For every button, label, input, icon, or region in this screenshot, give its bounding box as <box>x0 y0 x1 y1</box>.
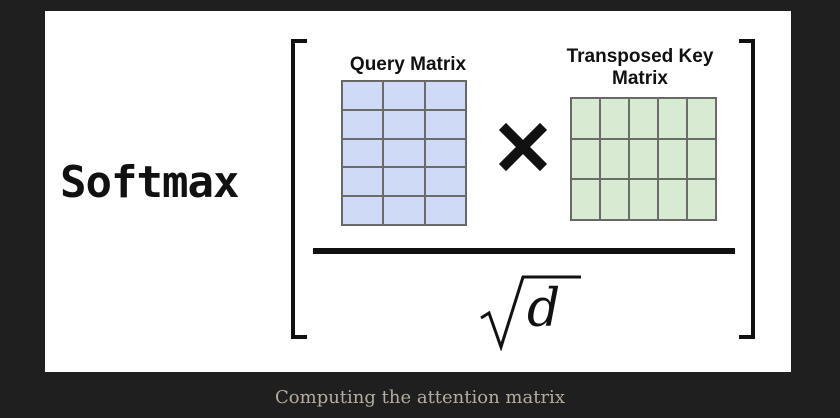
matrix-cell <box>342 196 384 225</box>
denominator-variable: d <box>527 279 561 339</box>
matrix-cell <box>629 179 658 220</box>
matrix-cell <box>571 179 600 220</box>
figure-panel: Softmax Query Matrix Transposed Key Matr… <box>45 11 791 372</box>
matrix-cell <box>424 81 466 110</box>
matrix-cell <box>687 179 716 220</box>
matrix-cell <box>424 109 466 139</box>
matrix-cell <box>687 138 716 180</box>
query-matrix <box>341 80 467 226</box>
matrix-cell <box>658 179 687 220</box>
left-bracket <box>291 39 307 339</box>
square-root-icon <box>480 275 581 351</box>
key-matrix-title: Transposed Key Matrix <box>550 46 730 90</box>
figure-caption: Computing the attention matrix <box>275 387 565 408</box>
matrix-cell <box>342 138 384 168</box>
matrix-cell <box>342 81 384 110</box>
matrix-cell <box>600 138 629 180</box>
query-matrix-title: Query Matrix <box>349 54 467 75</box>
matrix-cell <box>600 98 629 139</box>
matrix-cell <box>383 138 425 168</box>
matrix-cell <box>342 109 384 139</box>
matrix-cell <box>424 138 466 168</box>
matrix-cell <box>629 98 658 139</box>
matrix-cell <box>687 98 716 139</box>
matrix-cell <box>658 98 687 139</box>
matrix-cell <box>383 109 425 139</box>
key-matrix-title-line2: Matrix <box>612 68 668 89</box>
matrix-cell <box>342 167 384 197</box>
matrix-cell <box>383 196 425 225</box>
sqrt-expression: d <box>475 271 585 351</box>
right-bracket <box>739 39 755 339</box>
multiply-icon <box>498 122 548 172</box>
matrix-cell <box>424 167 466 197</box>
softmax-label: Softmax <box>60 157 239 208</box>
matrix-cell <box>383 81 425 110</box>
matrix-cell <box>571 138 600 180</box>
matrix-cell <box>600 179 629 220</box>
matrix-cell <box>383 167 425 197</box>
matrix-cell <box>658 138 687 180</box>
fraction-bar <box>313 248 735 254</box>
matrix-cell <box>571 98 600 139</box>
transposed-key-matrix <box>570 97 717 221</box>
key-matrix-title-line1: Transposed Key <box>566 46 714 67</box>
matrix-cell <box>424 196 466 225</box>
matrix-cell <box>629 138 658 180</box>
